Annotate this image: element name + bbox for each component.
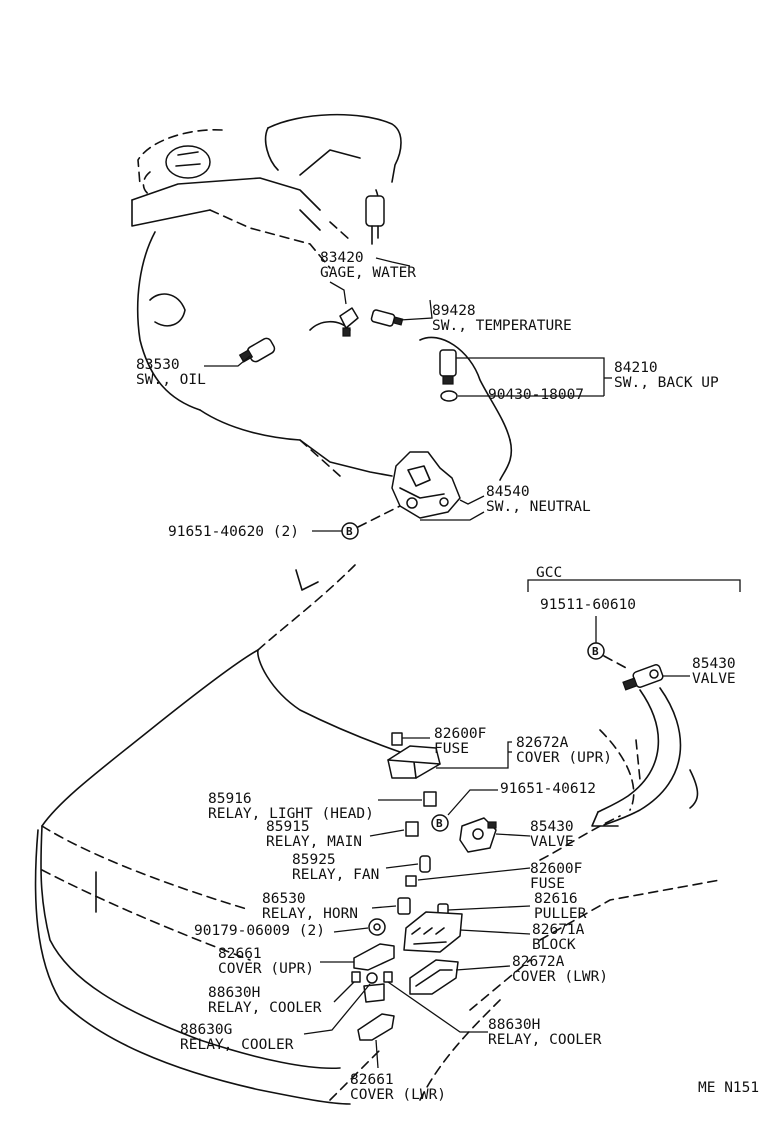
fuse-82600F-upper[interactable] <box>391 732 403 746</box>
part-labels: 83420 GAGE, WATER 89428 SW., TEMPERATURE… <box>136 250 759 1103</box>
part-name: FUSE <box>434 741 469 757</box>
gasket-icon <box>440 390 458 402</box>
part-number: 84540 <box>486 484 530 500</box>
sensor-icon <box>365 195 385 227</box>
part-number: 85430 <box>692 656 736 672</box>
part-name: SW., OIL <box>136 372 206 388</box>
back-up-switch[interactable] <box>439 349 458 402</box>
part-name: VALVE <box>692 671 736 687</box>
part-number: 88630G <box>180 1022 232 1038</box>
part-number: 90179-06009 (2) <box>194 923 325 939</box>
part-number: 85925 <box>292 852 336 868</box>
relay-horn[interactable] <box>397 897 411 915</box>
part-number: 89428 <box>432 303 476 319</box>
part-number: 82672A <box>516 735 569 751</box>
cover-upper-82672A[interactable] <box>387 745 441 779</box>
grommet-90179[interactable] <box>368 918 386 936</box>
part-name: PULLER <box>534 906 587 922</box>
part-number: 82600F <box>530 861 582 877</box>
part-number: 86530 <box>262 891 306 907</box>
part-name: SW., NEUTRAL <box>486 499 591 515</box>
gcc-label: GCC <box>536 565 562 581</box>
cover-lower-82672A[interactable] <box>409 959 459 995</box>
part-name: SW., BACK UP <box>614 375 719 391</box>
part-name: RELAY, COOLER <box>488 1032 602 1048</box>
part-name: RELAY, COOLER <box>208 1000 322 1016</box>
part-number: 82600F <box>434 726 486 742</box>
part-number: 84210 <box>614 360 658 376</box>
vehicle-outline <box>34 564 721 1105</box>
part-number: 82616 <box>534 891 578 907</box>
relay-cooler-88630H-left[interactable] <box>351 971 361 983</box>
svg-text:B: B <box>436 817 443 830</box>
fuse-82600F-lower[interactable] <box>405 875 417 887</box>
svg-text:B: B <box>592 645 599 658</box>
part-name: GAGE, WATER <box>320 265 416 281</box>
part-name: COVER (UPR) <box>516 750 612 766</box>
part-number: 91511-60610 <box>540 597 636 613</box>
part-number: 85916 <box>208 791 252 807</box>
part-number: 90430-18007 <box>488 387 584 403</box>
relay-block-82671A[interactable] <box>403 911 463 953</box>
part-name: RELAY, LIGHT (HEAD) <box>208 806 374 822</box>
cover-lower-82661[interactable] <box>357 983 395 1041</box>
neutral-switch[interactable] <box>391 451 461 519</box>
bolt-mark-icon: B <box>341 522 359 540</box>
relay-fan[interactable] <box>419 855 431 873</box>
part-name: FUSE <box>530 876 565 892</box>
part-name: RELAY, HORN <box>262 906 358 922</box>
part-number: 83420 <box>320 250 364 266</box>
part-name: COVER (LWR) <box>350 1087 446 1103</box>
part-name: RELAY, MAIN <box>266 834 362 850</box>
part-name: SW., TEMPERATURE <box>432 318 572 334</box>
part-number: 82672A <box>512 954 565 970</box>
part-number: 91651-40620 (2) <box>168 524 299 540</box>
part-number: 85915 <box>266 819 310 835</box>
part-number: 85430 <box>530 819 574 835</box>
part-number: 91651-40612 <box>500 781 596 797</box>
engine-outline <box>131 113 513 481</box>
relay-main[interactable] <box>405 821 419 837</box>
vsv-valve-lower[interactable] <box>459 817 497 853</box>
cap-icon <box>165 145 211 179</box>
relay-cooler-88630G[interactable] <box>366 972 378 984</box>
temperature-switch[interactable] <box>370 309 404 327</box>
part-number: 88630H <box>488 1017 540 1033</box>
diagram-code: ME N151 <box>698 1080 759 1096</box>
part-name: RELAY, FAN <box>292 867 379 883</box>
part-name: BLOCK <box>532 937 576 953</box>
bolt-mark-icon: B <box>587 642 605 660</box>
part-name: VALVE <box>530 834 574 850</box>
part-number: 82661 <box>218 946 262 962</box>
vsv-valve-gcc[interactable] <box>622 664 664 691</box>
svg-text:B: B <box>346 525 353 538</box>
part-name: COVER (UPR) <box>218 961 314 977</box>
relay-light-head[interactable] <box>423 791 437 807</box>
bolt-mark-icon: B <box>431 814 449 832</box>
cover-upper-82661[interactable] <box>353 943 395 971</box>
leader-lines <box>204 257 690 1069</box>
part-number: 82671A <box>532 922 585 938</box>
relay-cooler-88630H-right[interactable] <box>383 971 393 983</box>
part-name: COVER (LWR) <box>512 969 608 985</box>
part-number: 82661 <box>350 1072 394 1088</box>
gage-water-sender[interactable] <box>339 307 359 337</box>
part-name: RELAY, COOLER <box>180 1037 294 1053</box>
part-number: 88630H <box>208 985 260 1001</box>
part-number: 83530 <box>136 357 180 373</box>
